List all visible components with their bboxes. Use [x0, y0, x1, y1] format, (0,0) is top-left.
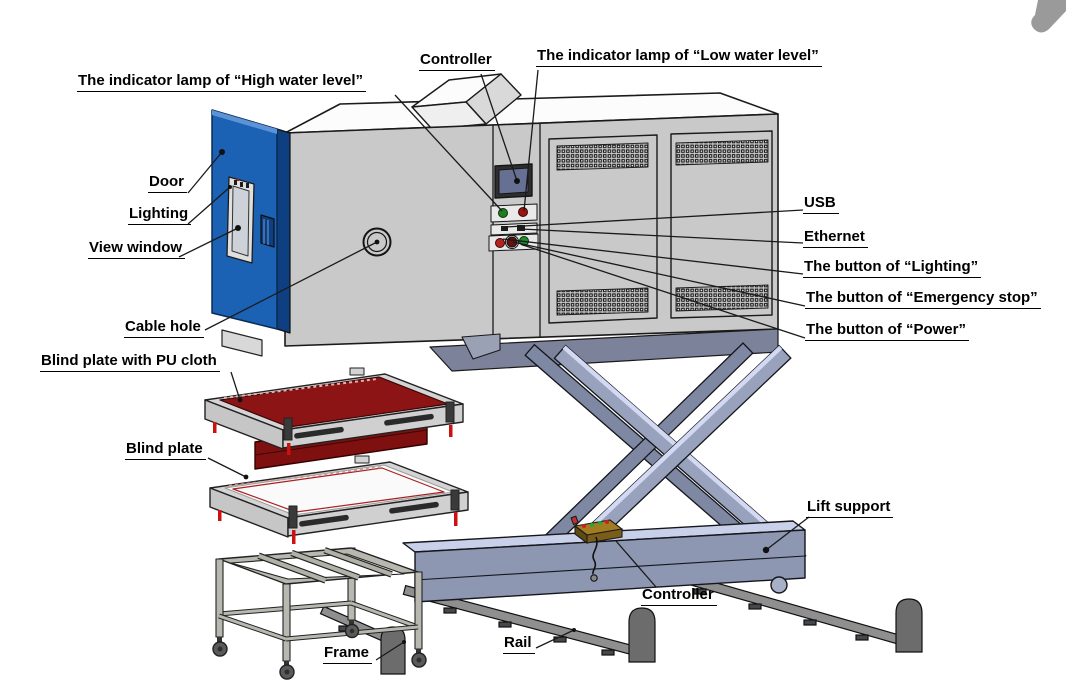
blind-plate-with-pu-cloth	[204, 367, 464, 470]
pendant-cable-ring	[590, 574, 598, 582]
usb-port	[501, 226, 508, 231]
door-side-edge	[276, 128, 291, 334]
red-indicator-lamp	[518, 207, 528, 217]
controller-screen-display	[498, 167, 529, 195]
label-lift-support: Lift support	[806, 498, 894, 518]
caster-wheel	[212, 620, 427, 680]
roof-hood	[411, 73, 522, 130]
frame-cart	[212, 547, 427, 680]
ethernet-port	[517, 225, 525, 231]
label-button-lighting: The button of “Lighting”	[803, 258, 982, 278]
floor-rail	[652, 564, 923, 653]
chamber-door	[211, 109, 291, 357]
corner-clamp	[450, 489, 460, 511]
label-frame: Frame	[323, 644, 373, 664]
green-indicator-lamp	[498, 208, 508, 218]
lift-scissor-legs	[524, 342, 807, 578]
label-door: Door	[148, 173, 187, 193]
floor-rail	[402, 584, 656, 663]
lift-platform-edge	[461, 333, 501, 360]
label-view-window: View window	[88, 239, 186, 259]
tray-handle	[299, 514, 349, 527]
label-button-power: The button of “Power”	[805, 321, 969, 341]
blind-plate	[209, 455, 469, 544]
cabinet-door-left	[548, 134, 658, 324]
corner-clamp	[288, 505, 298, 529]
pendant-cable	[592, 536, 598, 575]
label-low-water-lamp: The indicator lamp of “Low water level”	[536, 47, 822, 67]
label-controller: Controller	[419, 51, 495, 71]
vent-grid	[675, 139, 769, 166]
label-high-water-lamp: The indicator lamp of “High water level”	[77, 72, 367, 92]
lighting-button	[495, 238, 505, 248]
vent-grid	[675, 284, 769, 312]
corner-decoration	[1031, 0, 1066, 33]
tray-handle	[294, 426, 344, 439]
rail-end-post	[895, 598, 923, 653]
label-button-emergency-stop: The button of “Emergency stop”	[805, 289, 1041, 309]
emergency-stop-ring	[504, 234, 520, 250]
control-panel	[488, 163, 539, 252]
label-lighting: Lighting	[128, 205, 192, 225]
door-view-window	[231, 185, 250, 257]
cable-hole	[362, 227, 392, 257]
machine-body	[284, 73, 779, 372]
label-pendant-controller: Controller	[641, 586, 717, 606]
door-window-lighting	[234, 179, 249, 188]
rail-end-post	[380, 626, 406, 675]
cabinet-door-right	[670, 130, 773, 319]
tray-handle	[384, 413, 434, 426]
door-top-highlight	[212, 110, 277, 134]
label-cable-hole: Cable hole	[124, 318, 204, 338]
label-blind-plate: Blind plate	[125, 440, 206, 460]
tray-handle	[389, 501, 439, 514]
corner-clamp	[283, 417, 293, 441]
corner-clamp	[445, 401, 455, 423]
leader-lines	[178, 69, 810, 661]
pendant-controller	[570, 515, 624, 582]
label-rail: Rail	[503, 634, 535, 654]
lift-wheel	[770, 576, 788, 594]
rail-end-post	[628, 607, 656, 663]
vent-grid	[556, 287, 649, 316]
door-foot	[221, 329, 263, 357]
label-usb: USB	[803, 194, 839, 214]
floor-rails	[319, 564, 923, 675]
vent-grid	[556, 142, 649, 171]
label-ethernet: Ethernet	[803, 228, 868, 248]
label-blind-plate-pu-cloth: Blind plate with PU cloth	[40, 352, 220, 372]
